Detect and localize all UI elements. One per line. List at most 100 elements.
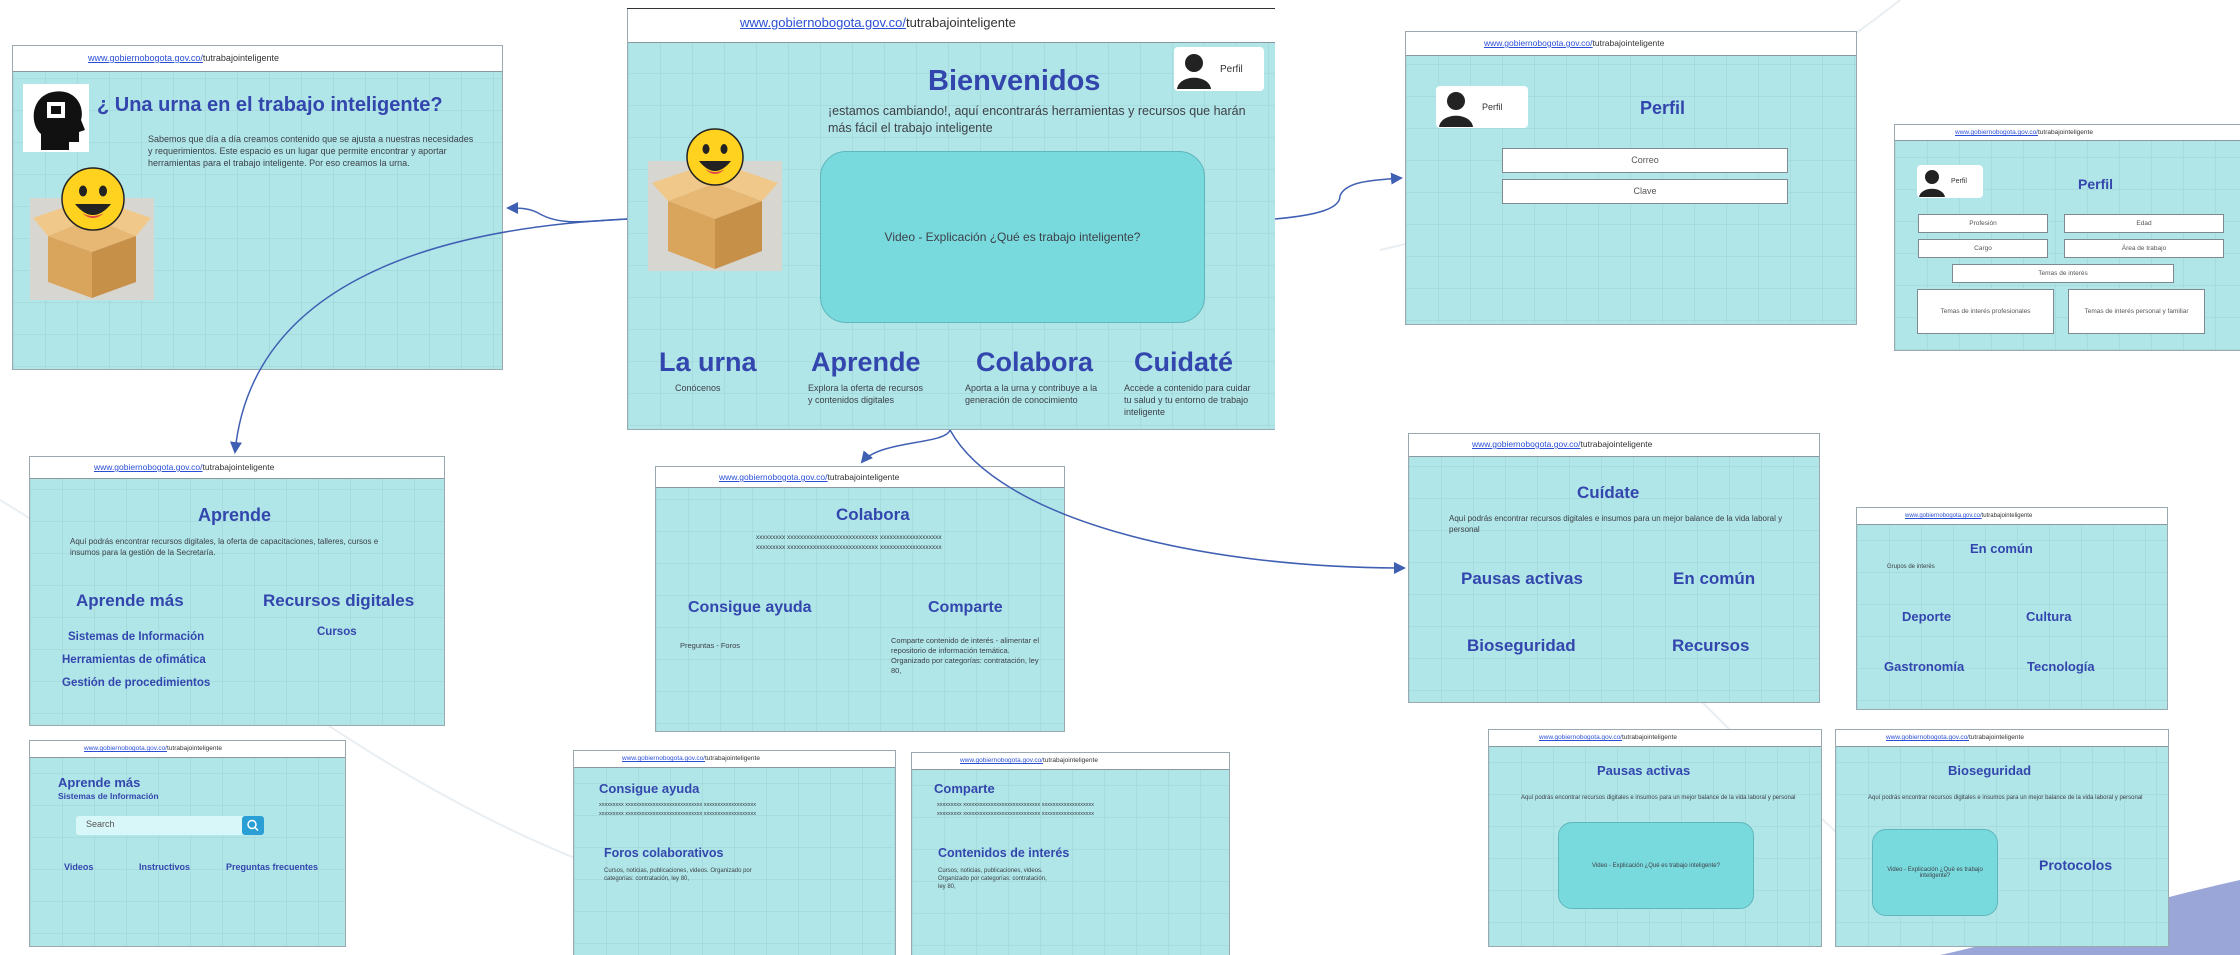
aprende-text: Aquí podrás encontrar recursos digitales… [70, 537, 379, 557]
profile-button[interactable]: Perfil [1174, 47, 1264, 91]
home-frame: www.gobiernobogota.gov.co/tutrabajointel… [627, 8, 1275, 430]
section-aprende-desc: Explora la oferta de recursos y contenid… [808, 383, 924, 406]
search-input[interactable]: Search [86, 819, 115, 829]
address-bar: www.gobiernobogota.gov.co/tutrabajointel… [1857, 508, 2167, 525]
cuidate-title: Cuídate [1577, 483, 1640, 502]
head-gears-icon [33, 91, 85, 150]
address-bar: www.gobiernobogota.gov.co/tutrabajointel… [1836, 730, 2168, 747]
section-cuidate-title[interactable]: Cuidaté [1134, 347, 1234, 377]
foros-text: Cursos, noticias, publicaciones, videos.… [604, 868, 752, 883]
preguntas-link[interactable]: Preguntas frecuentes [226, 862, 319, 872]
section-aprende-title[interactable]: Aprende [811, 347, 921, 377]
foros-title[interactable]: Foros colaborativos [604, 846, 724, 860]
address-bar: www.gobiernobogota.gov.co/tutrabajointel… [13, 46, 502, 72]
cursos-link[interactable]: Cursos [317, 626, 357, 638]
bioseguridad-title: Bioseguridad [1948, 763, 2032, 778]
avatar-icon [1439, 92, 1473, 127]
tecnologia-link[interactable]: Tecnología [2027, 659, 2095, 674]
arrow-to-perfil [1274, 172, 1403, 220]
pausas-title: Pausas activas [1597, 763, 1691, 778]
section-colabora-desc: Aporta a la urna y contribuye a la gener… [965, 383, 1098, 406]
profesion-field[interactable]: Profesión [1918, 214, 2048, 233]
profile-chip[interactable]: Perfil [1917, 165, 1983, 198]
en-comun-link[interactable]: En común [1673, 569, 1756, 588]
instructivos-link[interactable]: Instructivos [139, 862, 191, 872]
address-bar: www.gobiernobogota.gov.co/tutrabajointel… [1895, 125, 2240, 141]
comparte-title[interactable]: Comparte [928, 599, 1003, 616]
colabora-title: Colabora [836, 505, 910, 524]
search-icon [247, 819, 259, 832]
address-bar: www.gobiernobogota.gov.co/tutrabajointel… [30, 457, 444, 479]
pausas-text: Aquí podrás encontrar recursos digitales… [1521, 795, 1796, 801]
temas-profesionales-field[interactable]: Temas de interés profesionales [1917, 289, 2054, 334]
address-bar: www.gobiernobogota.gov.co/tutrabajointel… [656, 467, 1064, 488]
perfil-detail-frame: www.gobiernobogota.gov.co/tutrabajointel… [1894, 124, 2240, 351]
perfil-title: Perfil [1640, 98, 1686, 118]
url-path: tutrabajointeligente [905, 15, 1016, 30]
pausas-activas-link[interactable]: Pausas activas [1461, 569, 1583, 588]
intro-video[interactable]: Video - Explicación ¿Qué es trabajo inte… [820, 151, 1205, 323]
cultura-link[interactable]: Cultura [2026, 609, 2072, 624]
recursos-digitales-title[interactable]: Recursos digitales [263, 591, 415, 610]
section-urna-title[interactable]: La urna [659, 347, 757, 377]
urna-title: ¿ Una urna en el trabajo inteligente? [97, 94, 443, 116]
temas-personales-field[interactable]: Temas de interés personal y familiar [2068, 289, 2205, 334]
address-bar: www.gobiernobogota.gov.co/tutrabajointel… [30, 741, 345, 758]
email-field[interactable]: Correo [1502, 148, 1788, 173]
smiley-icon [61, 167, 125, 231]
profile-label: Perfil [1220, 63, 1243, 75]
bioseguridad-video[interactable]: Video - Explicación ¿Qué es trabajo inte… [1872, 829, 1998, 916]
url-domain[interactable]: www.gobiernobogota.gov.co/ [740, 15, 906, 30]
recursos-link[interactable]: Recursos [1672, 636, 1750, 655]
procedimientos-link[interactable]: Gestión de procedimientos [62, 677, 211, 689]
address-bar: www.gobiernobogota.gov.co/tutrabajointel… [1409, 434, 1819, 457]
profile-chip[interactable]: Perfil [1436, 86, 1528, 128]
section-colabora-title[interactable]: Colabora [976, 347, 1094, 377]
password-field[interactable]: Clave [1502, 179, 1788, 204]
edad-field[interactable]: Edad [2064, 214, 2224, 233]
aprende-mas-title[interactable]: Aprende más [76, 591, 184, 610]
gastronomia-link[interactable]: Gastronomía [1884, 659, 1965, 674]
perfil-title: Perfil [2078, 176, 2114, 192]
area-field[interactable]: Área de trabajo [2064, 239, 2224, 258]
avatar-icon [1177, 54, 1211, 89]
perfil-login-frame: www.gobiernobogota.gov.co/tutrabajointel… [1405, 31, 1857, 325]
consigue-ayuda-title[interactable]: Consigue ayuda [688, 599, 812, 616]
protocolos-link[interactable]: Protocolos [2039, 857, 2113, 873]
bioseguridad-link[interactable]: Bioseguridad [1467, 636, 1576, 655]
deporte-link[interactable]: Deporte [1902, 609, 1952, 624]
arrow-to-urna [506, 202, 628, 223]
pausas-video[interactable]: Video - Explicación ¿Qué es trabajo inte… [1558, 822, 1754, 909]
search-bar[interactable]: Search [76, 816, 264, 835]
cargo-field[interactable]: Cargo [1918, 239, 2048, 258]
colabora-frame: www.gobiernobogota.gov.co/tutrabajointel… [655, 466, 1065, 732]
bioseguridad-frame: www.gobiernobogota.gov.co/tutrabajointel… [1835, 729, 2169, 947]
aprende-mas-subheading: Sistemas de Información [58, 791, 159, 801]
videos-link[interactable]: Videos [64, 862, 94, 872]
temas-field[interactable]: Temas de interés [1952, 264, 2174, 283]
cuidate-frame: www.gobiernobogota.gov.co/tutrabajointel… [1408, 433, 1820, 703]
comparte-text: Comparte contenido de interés - alimenta… [891, 636, 1039, 676]
address-bar: www.gobiernobogota.gov.co/tutrabajointel… [1489, 730, 1821, 747]
address-bar: www.gobiernobogota.gov.co/tutrabajointel… [1406, 32, 1856, 56]
consigue-ayuda-text: Preguntas - Foros [680, 641, 741, 650]
comparte-heading: Comparte [934, 781, 995, 796]
consigue-heading: Consigue ayuda [599, 781, 700, 796]
bioseguridad-text: Aquí podrás encontrar recursos digitales… [1868, 795, 2143, 801]
sistemas-link[interactable]: Sistemas de Información [68, 631, 205, 643]
pausas-activas-frame: www.gobiernobogota.gov.co/tutrabajointel… [1488, 729, 1822, 947]
search-button[interactable] [242, 816, 264, 835]
section-cuidate-desc: Accede a contenido para cuidar tu salud … [1124, 383, 1251, 418]
aprende-mas-frame: www.gobiernobogota.gov.co/tutrabajointel… [29, 740, 346, 947]
address-bar: www.gobiernobogota.gov.co/tutrabajointel… [628, 9, 1275, 43]
grupos-text: Grupos de interés [1887, 564, 1935, 570]
en-comun-title: En común [1970, 541, 2033, 556]
arrow-to-colabora [860, 429, 951, 464]
home-top-border [627, 8, 1275, 9]
consigue-ayuda-frame: www.gobiernobogota.gov.co/tutrabajointel… [573, 750, 896, 955]
ofimatica-link[interactable]: Herramientas de ofimática [62, 654, 206, 666]
page-subtitle: ¡estamos cambiando!, aquí encontrarás he… [828, 104, 1246, 135]
section-urna-desc: Conócenos [675, 383, 721, 393]
contenidos-title[interactable]: Contenidos de interés [938, 846, 1070, 860]
contenidos-text: Cursos, noticias, publicaciones, videos.… [938, 868, 1047, 891]
